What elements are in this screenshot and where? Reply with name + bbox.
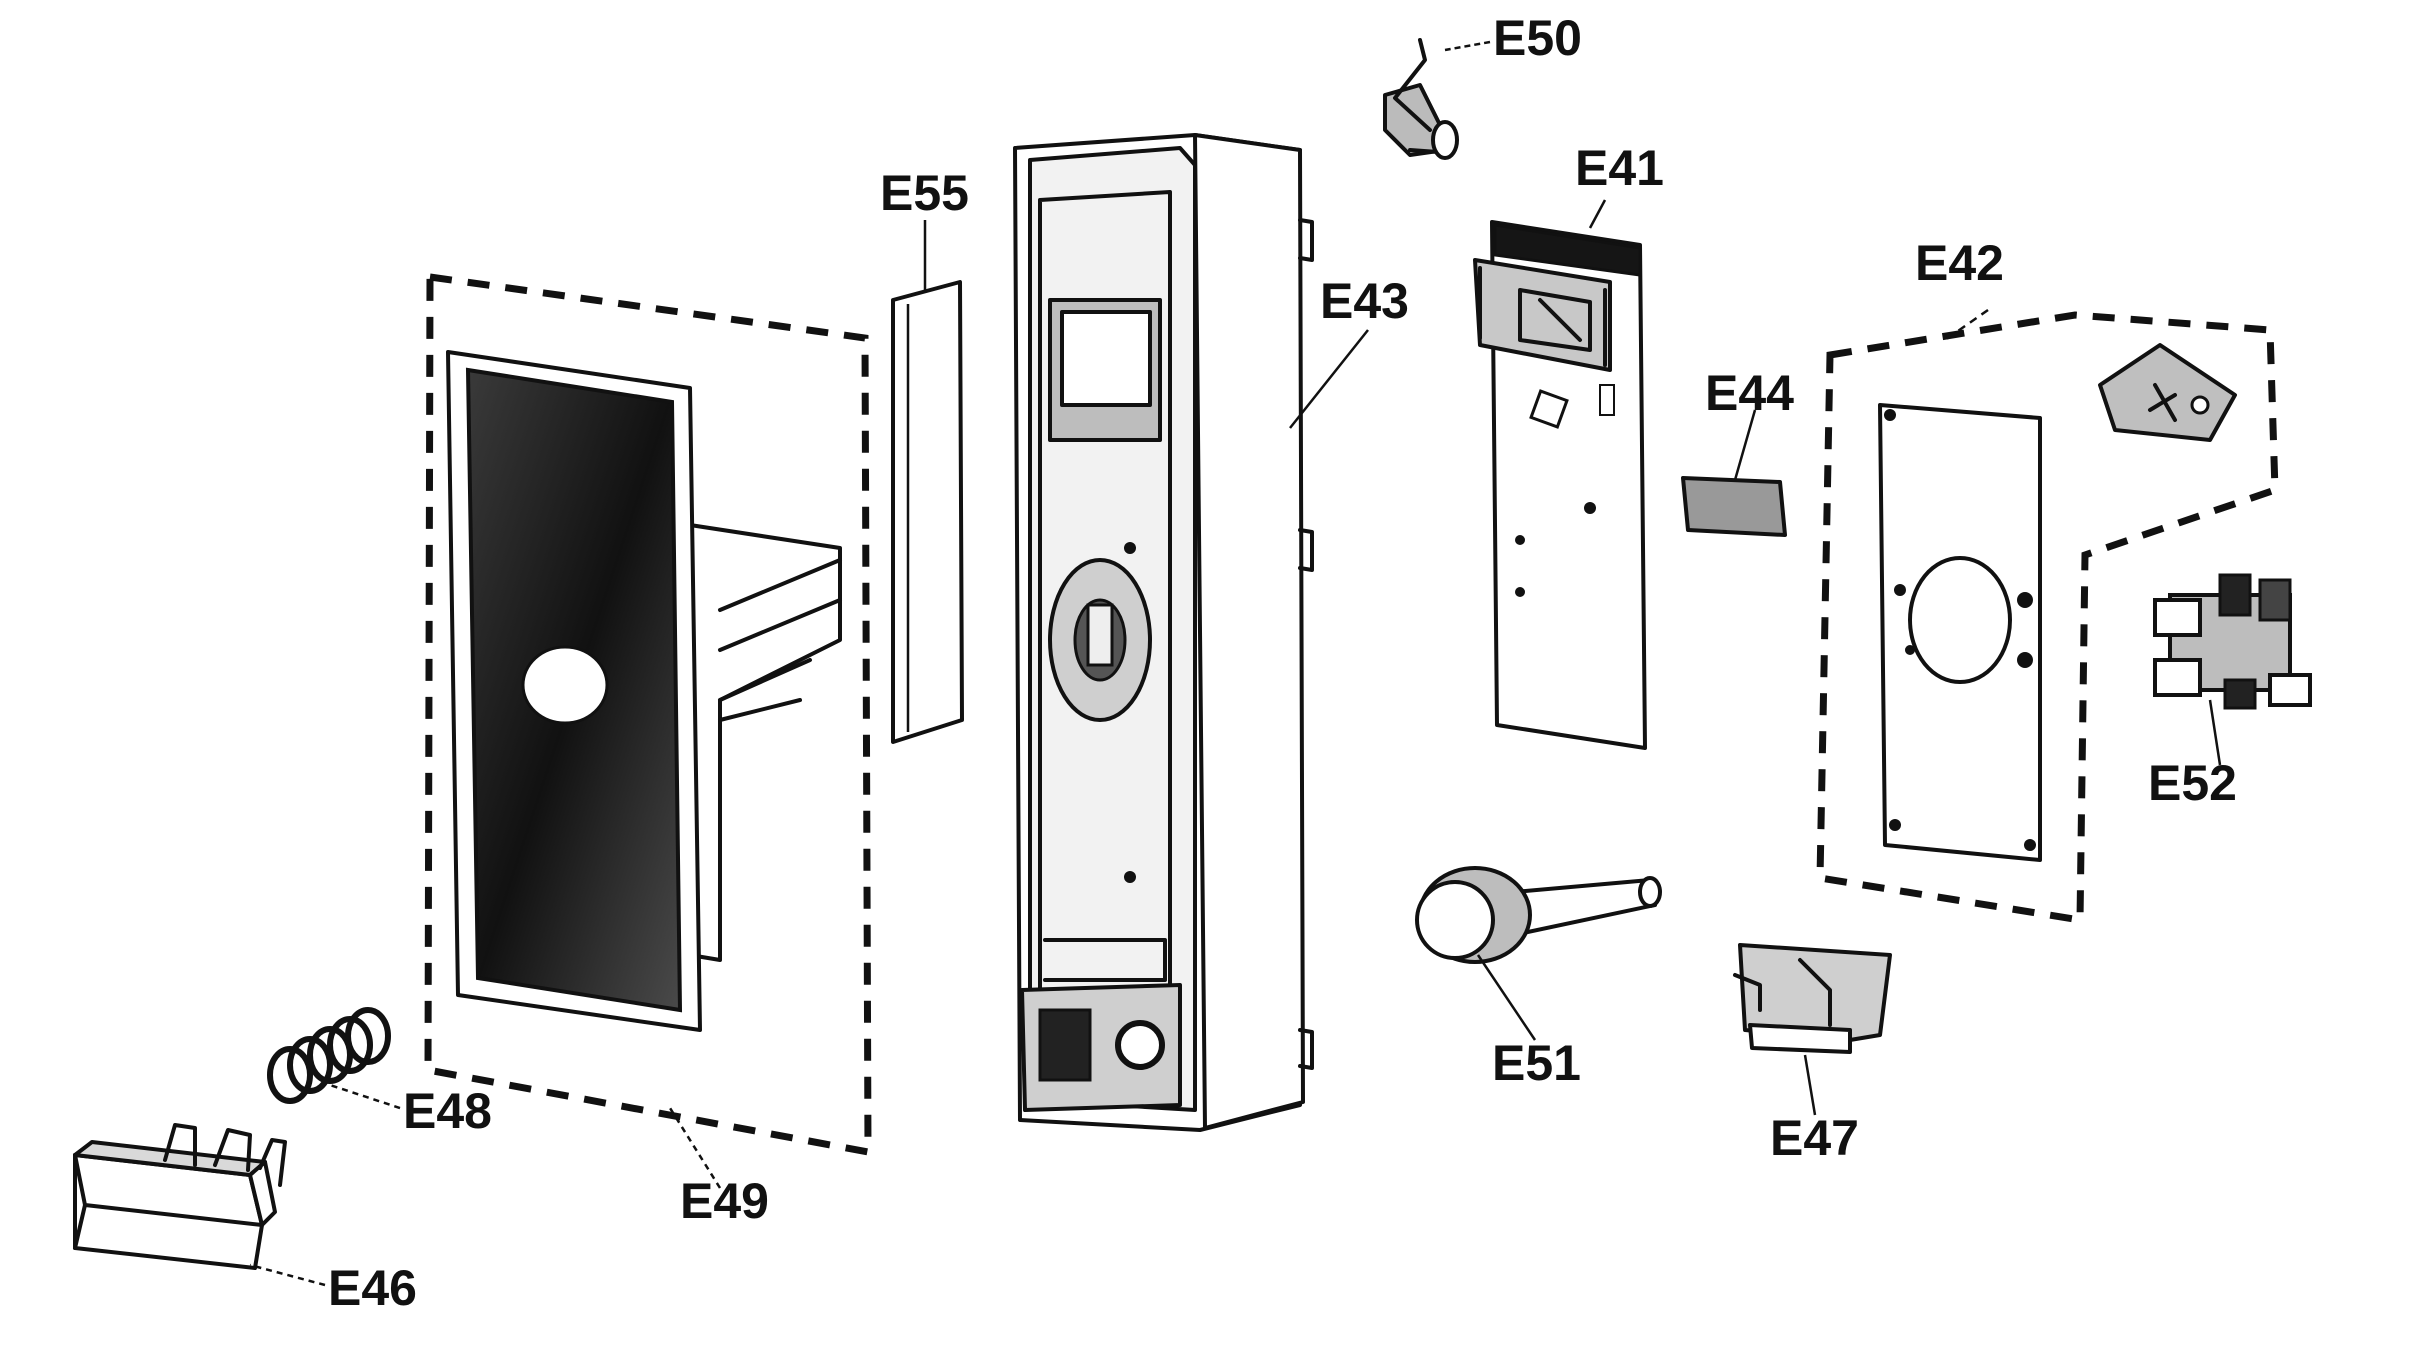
label-e46: E46 — [328, 1260, 417, 1316]
part-e46-release-button — [73, 1123, 287, 1270]
label-e55: E55 — [880, 165, 969, 221]
part-e47-latch — [1733, 943, 1892, 1054]
label-e41: E41 — [1575, 140, 1664, 196]
label-e52: E52 — [2148, 755, 2237, 811]
label-e49: E49 — [680, 1173, 769, 1229]
label-e50: E50 — [1493, 10, 1582, 66]
label-e42: E42 — [1915, 235, 2004, 291]
label-e48: E48 — [403, 1083, 492, 1139]
part-e50-clip — [1383, 38, 1459, 160]
part-e48-spring — [267, 1007, 391, 1104]
part-e42-mounting-plate — [1816, 311, 2279, 925]
label-e44: E44 — [1705, 365, 1794, 421]
part-e55-film-sheet — [891, 280, 964, 744]
label-e43: E43 — [1320, 273, 1409, 329]
label-e47: E47 — [1770, 1110, 1859, 1166]
label-e51: E51 — [1492, 1035, 1581, 1091]
part-e43-door-frame — [1013, 133, 1314, 1132]
part-e44-connector — [1681, 476, 1787, 537]
part-e52-switch-block — [2153, 573, 2312, 710]
part-e49-door-panel — [424, 272, 872, 1157]
leader-lines — [249, 40, 2222, 1287]
part-e41-control-board — [1473, 220, 1647, 750]
part-e51-knob — [1415, 866, 1662, 964]
